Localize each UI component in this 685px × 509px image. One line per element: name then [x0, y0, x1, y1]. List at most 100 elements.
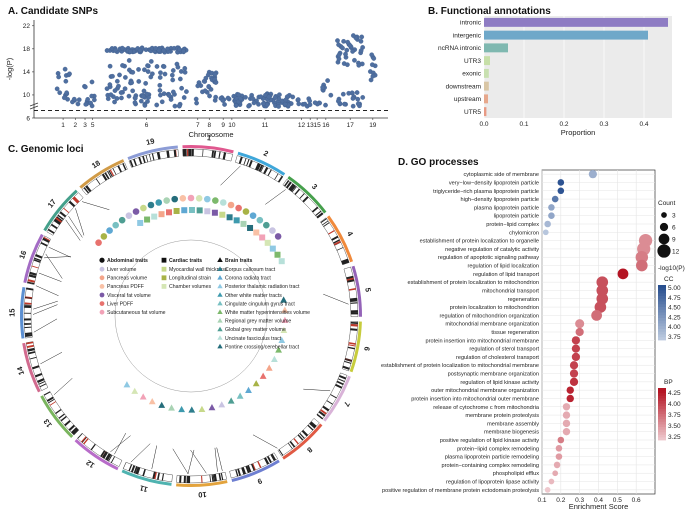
ideogram-band: [184, 149, 187, 157]
snp-point: [127, 49, 133, 54]
trait-triangle: [139, 393, 147, 400]
go-term-dot: [569, 377, 579, 386]
ideogram-band: [288, 183, 294, 190]
bp-colorbar-tick: 3.50: [668, 423, 681, 430]
ideogram-band: [341, 259, 349, 264]
ideogram-band: [291, 186, 297, 193]
ideogram-band: [335, 383, 343, 389]
ideogram-band: [218, 473, 222, 481]
ideogram-band: [328, 229, 335, 235]
ideogram-band: [108, 454, 113, 462]
snp-point: [107, 82, 113, 87]
ideogram-band: [25, 333, 33, 337]
snp-point: [246, 103, 251, 109]
ideogram-band: [24, 305, 32, 309]
category-label: intergenic: [453, 32, 482, 39]
snp-point: [126, 67, 132, 73]
chromosome-label: 11: [139, 483, 149, 494]
ideogram-band: [109, 169, 115, 177]
snp-point: [172, 103, 178, 109]
snp-point: [350, 33, 356, 38]
trait-square: [274, 251, 281, 258]
ideogram-band: [315, 210, 322, 216]
snp-point: [159, 99, 165, 105]
snp-point: [85, 97, 91, 102]
ideogram-band: [28, 351, 36, 355]
snp-point: [369, 62, 375, 68]
ideogram-band: [128, 464, 133, 472]
go-term-dot: [557, 187, 565, 195]
snp-point: [119, 45, 125, 51]
ideogram-band: [211, 150, 215, 158]
ideogram-band: [333, 240, 341, 246]
snp-point: [205, 72, 211, 78]
snp-point: [57, 90, 63, 96]
cc-colorbar-segment: [658, 337, 666, 341]
snp-point: [256, 101, 261, 107]
cc-colorbar-segment: [658, 298, 666, 302]
x-axis-label: Proportion: [561, 128, 596, 137]
go-term-label: protein localization to mitochondrion: [450, 305, 539, 311]
trait-triangle: [158, 401, 166, 408]
chromosome-label: 2: [262, 148, 270, 158]
snp-point: [222, 102, 227, 107]
size-legend-dot: [657, 244, 671, 258]
trait-dot: [140, 204, 147, 212]
snp-point: [71, 96, 77, 102]
locus-connector: [40, 352, 63, 365]
chromosome-label: 17: [46, 197, 58, 209]
chromosome-color-band: [22, 342, 41, 393]
ideogram-band: [152, 471, 156, 479]
snp-point: [140, 94, 146, 99]
x-tick-label: 17: [347, 122, 355, 129]
chromosome-label: 1: [207, 133, 212, 142]
ideogram-band: [350, 310, 358, 313]
snp-point: [181, 48, 186, 54]
snp-point: [142, 67, 147, 73]
legend-header: Brain traits: [225, 258, 253, 264]
go-term-label: protein−containing complex remodeling: [442, 463, 539, 469]
snp-point: [122, 86, 128, 92]
ideogram-band: [142, 155, 146, 163]
ideogram-band: [186, 149, 189, 157]
chromosome-color-band: [349, 321, 362, 373]
ideogram-band: [346, 277, 354, 281]
trait-dot: [132, 208, 140, 215]
ideogram-band: [68, 200, 76, 208]
locus-connector: [214, 447, 218, 472]
ideogram-band: [336, 381, 344, 386]
ideogram-band: [77, 433, 83, 439]
ideogram-band: [348, 344, 356, 347]
ideogram-band: [107, 171, 112, 178]
chromosome-label: 8: [305, 445, 314, 455]
legend-swatch: [161, 284, 167, 289]
go-term-dot: [557, 179, 565, 186]
snp-point: [203, 75, 209, 81]
ideogram-band: [263, 457, 270, 465]
ideogram-band: [148, 154, 152, 162]
snp-point: [148, 59, 154, 64]
bar: [484, 81, 489, 91]
legend-swatch: [217, 309, 223, 314]
go-term-dot: [548, 478, 555, 485]
snp-point: [336, 52, 342, 58]
cc-legend-label: CC: [664, 276, 674, 283]
bar: [484, 56, 490, 66]
bar: [484, 17, 668, 27]
y-tick-label: 10: [23, 92, 31, 99]
ideogram-band: [68, 424, 76, 432]
ideogram-band: [24, 322, 32, 324]
snp-point: [213, 94, 219, 100]
ideogram-band: [316, 413, 324, 420]
bp-colorbar-segment: [658, 432, 666, 436]
legend-item: Regional grey matter volume: [225, 319, 291, 325]
legend-swatch: [217, 292, 223, 297]
ideogram-band: [257, 461, 262, 469]
snp-point: [137, 48, 143, 53]
ideogram-band: [348, 342, 356, 345]
ideogram-band: [286, 182, 292, 189]
legend-background: [114, 239, 268, 393]
ideogram-band: [50, 223, 58, 230]
